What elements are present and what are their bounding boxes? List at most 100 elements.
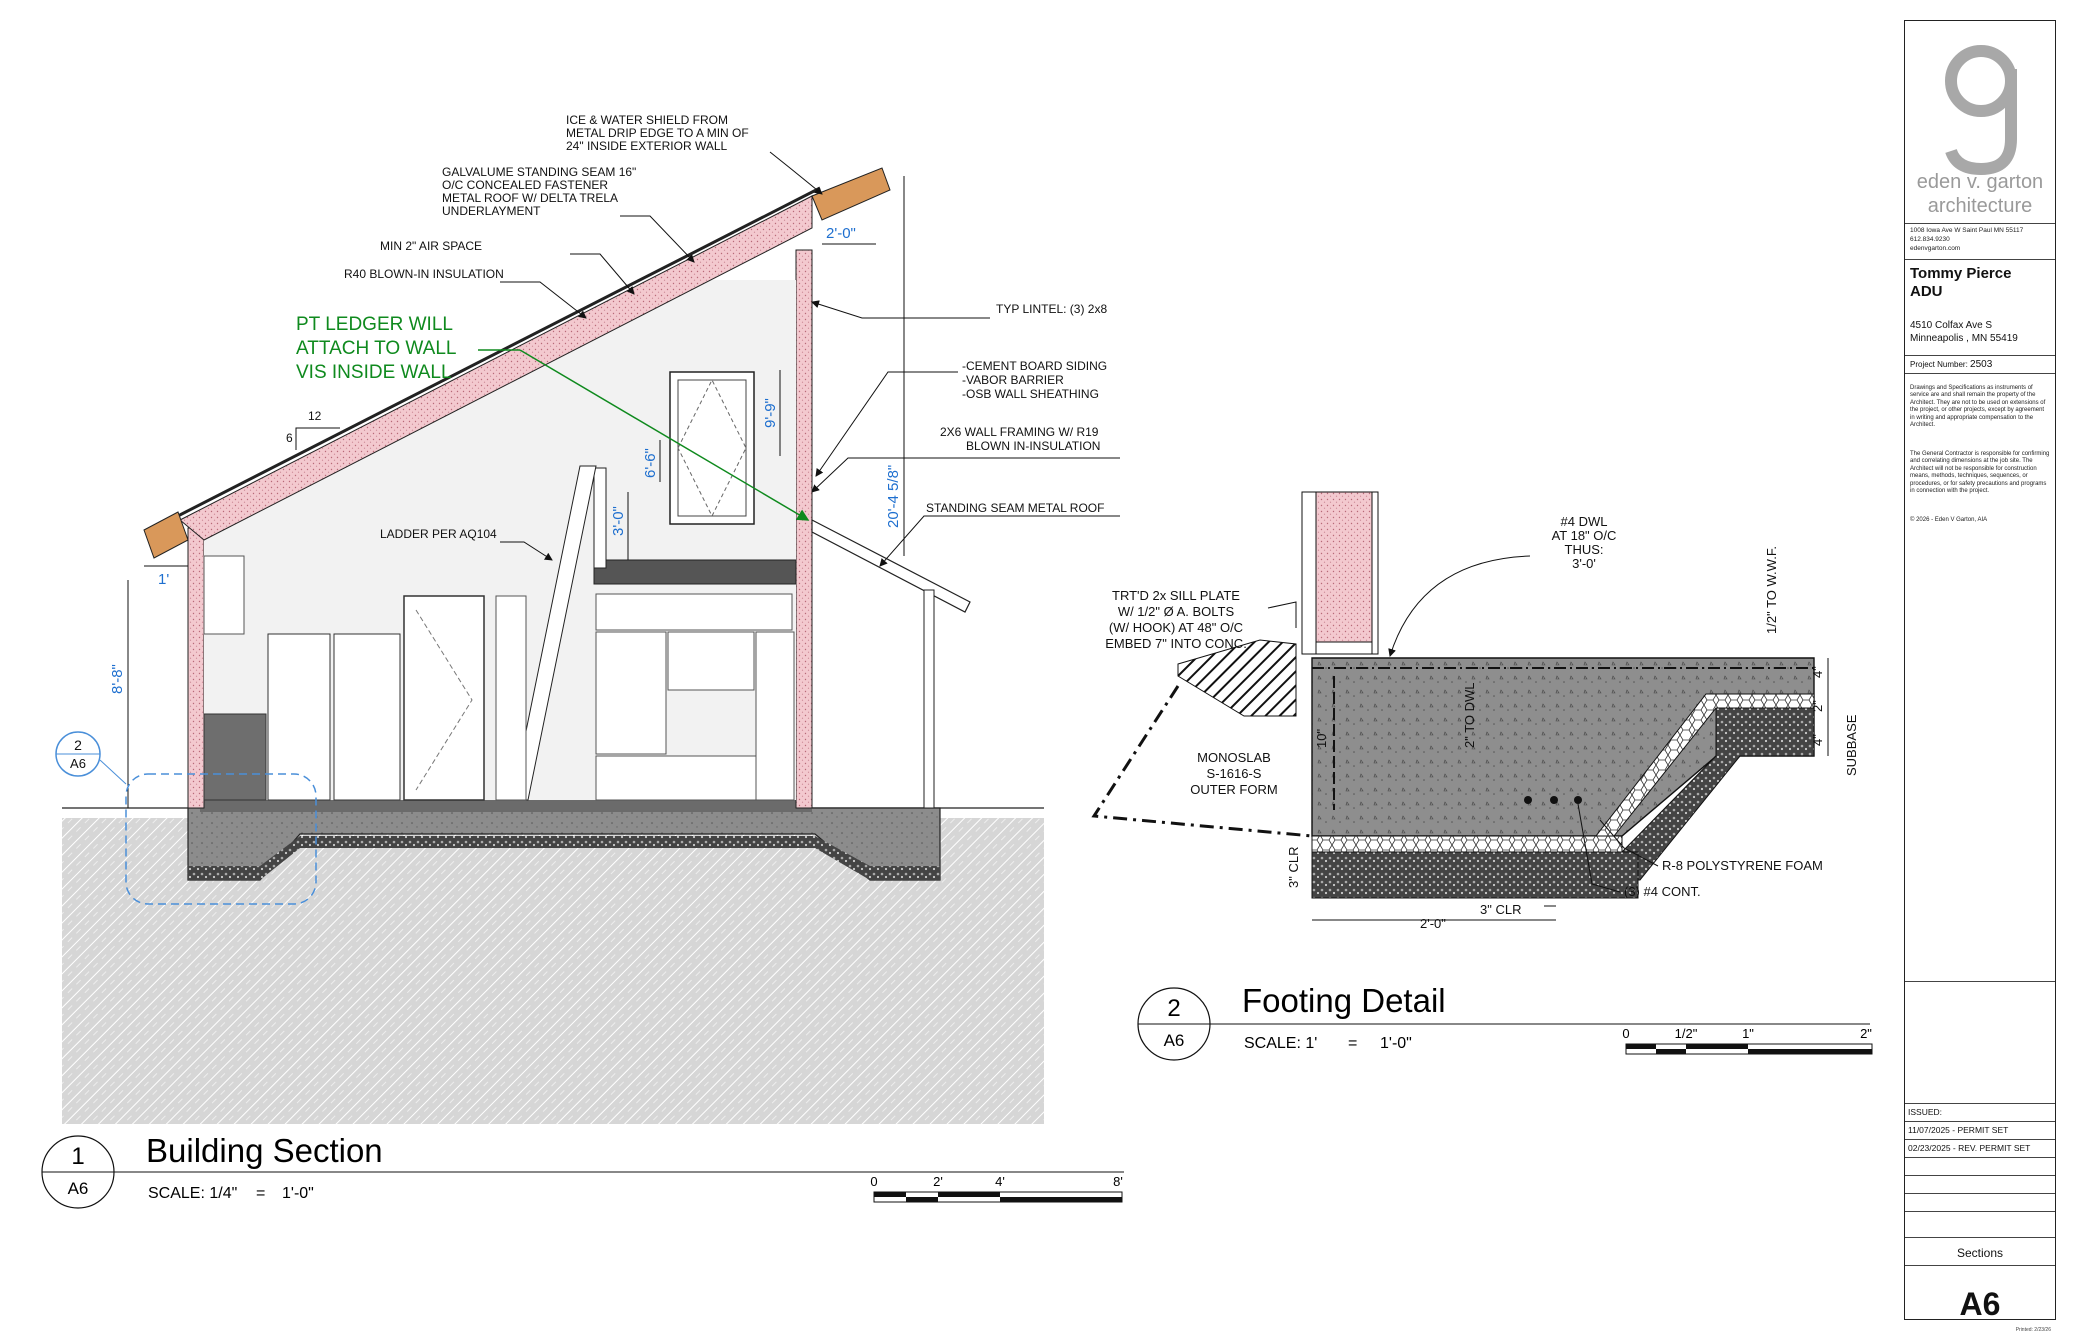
detail-callout-icon[interactable]: 2 A6: [55, 731, 317, 905]
kitchen-mid: [595, 631, 667, 755]
footing-wall-sheathing: [1301, 491, 1317, 655]
dim-overhang-left: 1': [158, 571, 169, 588]
entry-door: [403, 595, 485, 801]
footing-wall-stud: [1371, 491, 1379, 655]
section-annotations: ICE & WATER SHIELD FROM METAL DRIP EDGE …: [286, 113, 1120, 567]
section-scale-tick-0: 0: [870, 1174, 877, 1189]
footing-detail-title: 2 A6 Footing Detail SCALE: 1' = 1'-0" 0 …: [1137, 982, 1873, 1061]
note-clr-left: 3" CLR: [1286, 847, 1301, 888]
scale-bar-icon: 0 2' 4' 8': [870, 1174, 1123, 1203]
cont-bar-2: [1550, 796, 1558, 804]
dim-window-height: 9'-9": [762, 398, 779, 428]
left-wall: [187, 527, 205, 809]
clerestory-window: [669, 371, 755, 525]
note-galv-3: METAL ROOF W/ DELTA TRELA: [442, 191, 618, 205]
note-clr-bottom: 3" CLR: [1480, 902, 1521, 917]
outer-form: [1091, 685, 1313, 838]
porch-post: [923, 589, 935, 809]
foundation-gravel: [188, 836, 940, 880]
section-tag-icon: 1 A6: [41, 1135, 115, 1209]
project-number: Project Number: 2503: [1910, 359, 1992, 370]
note-foam: R-8 POLYSTYRENE FOAM: [1662, 858, 1823, 873]
roof-rafter-right: [811, 167, 891, 221]
loft-floor: [593, 559, 797, 585]
sheet-number: A6: [1959, 1286, 2001, 1322]
note-ice-water-3: 24" INSIDE EXTERIOR WALL: [566, 139, 728, 153]
client-name: Tommy Pierce ADU: [1910, 265, 2050, 301]
note-lintel: TYP LINTEL: (3) 2x8: [996, 302, 1107, 316]
client-line2: ADU: [1910, 283, 1943, 300]
section-scale-tick-3: 8': [1113, 1174, 1123, 1189]
earth-hatch: [1177, 639, 1297, 717]
note-dowel-3: THUS:: [1565, 542, 1604, 557]
wall-oven: [333, 633, 401, 801]
dim-loft-rail: 6'-6": [642, 448, 659, 478]
project-address-line1: 4510 Colfax Ave S: [1910, 320, 1993, 331]
note-dowel-1: #4 DWL: [1561, 514, 1608, 529]
note-r40: R40 BLOWN-IN INSULATION: [344, 267, 504, 281]
issued-label: ISSUED:: [1908, 1107, 1943, 1117]
right-wall: [795, 249, 813, 809]
cont-bar-3: [1574, 796, 1582, 804]
clerestory-window-swing: [677, 378, 747, 518]
ledger-note-2: ATTACH TO WALL: [296, 338, 456, 359]
note-ice-water-2: METAL DRIP EDGE TO A MIN OF: [566, 126, 749, 140]
note-galv-1: GALVALUME STANDING SEAM 16": [442, 165, 636, 179]
section-scale-label: SCALE: 1/4": [148, 1185, 237, 1202]
detail-scale-tick-3: 2": [1860, 1026, 1872, 1041]
section-title: Building Section: [146, 1132, 383, 1169]
project-address: 4510 Colfax Ave S Minneapolis , MN 55419: [1910, 319, 2050, 345]
note-monoslab-1: MONOSLAB: [1197, 750, 1271, 765]
note-width: 2'-0": [1420, 916, 1446, 931]
note-sill-3: (W/ HOOK) AT 48" O/C: [1109, 620, 1243, 635]
side-panel: [495, 595, 527, 801]
loft-rail-post: [593, 467, 607, 569]
title-block: eden v. garton architecture 1008 Iowa Av…: [1904, 20, 2056, 1333]
firm-address: 1008 Iowa Ave W Saint Paul MN 55117: [1910, 227, 2024, 234]
footing-wall: [1315, 491, 1373, 655]
project-number-label: Project Number:: [1910, 360, 1968, 369]
building-section-title: 1 A6 Building Section SCALE: 1/4" = 1'-0…: [41, 1132, 1124, 1209]
note-siding-1: -CEMENT BOARD SIDING: [962, 359, 1107, 373]
note-ice-water-1: ICE & WATER SHIELD FROM: [566, 113, 728, 127]
cont-bar-1: [1524, 796, 1532, 804]
section-scale-eq: =: [256, 1185, 265, 1202]
note-dim-10: 10": [1314, 729, 1329, 748]
ledger-note: PT LEDGER WILL ATTACH TO WALL VIS INSIDE…: [296, 314, 810, 521]
lower-roof: [811, 519, 971, 613]
detail-scale-tick-1: 1/2": [1675, 1026, 1698, 1041]
note-to-wwf: 1/2" TO W.W.F.: [1764, 546, 1779, 634]
detail-scale-tick-2: 1": [1742, 1026, 1754, 1041]
note-air-space: MIN 2" AIR SPACE: [380, 239, 482, 253]
footing-annotations: #4 DWL AT 18" O/C THUS: 3'-0' TRT'D 2x S…: [1105, 514, 1859, 931]
sill-plate: [1315, 641, 1373, 655]
kitchen-window: [667, 631, 755, 691]
note-framing-2: BLOWN IN-INSULATION: [966, 439, 1100, 453]
note-framing-1: 2X6 WALL FRAMING W/ R19: [940, 425, 1099, 439]
dim-wall-height: 8'-8": [109, 664, 126, 694]
detail-scale-value: 1'-0": [1380, 1035, 1412, 1052]
firm-phone: 612.834.9230: [1910, 236, 1950, 243]
note-copyright: © 2026 - Eden V Garton, AIA: [1910, 516, 1988, 523]
dim-overhang-right: 2'-0": [826, 225, 856, 242]
entry-door-swing: [415, 609, 473, 791]
note-monoslab-2: S-1616-S: [1207, 766, 1262, 781]
sheet-title: Sections: [1956, 1246, 2004, 1260]
section-dimensions: 2'-0" 1' 9'-9" 6'-6" 3'-0" 20'-4 5/8" 8'…: [109, 176, 905, 808]
note-contractor: The General Contractor is responsible fo…: [1910, 450, 2050, 495]
note-sill-4: EMBED 7" INTO CONC.: [1105, 636, 1247, 651]
note-dowel-2: AT 18" O/C: [1552, 528, 1617, 543]
note-to-dwl: 2" TO DWL: [1462, 682, 1477, 748]
client-line1: Tommy Pierce: [1910, 265, 2012, 282]
printed-date: Printed: 2/23/26: [2015, 1327, 2051, 1333]
roof-pitch-run: 12: [308, 409, 322, 423]
roof-rafter-left: [143, 511, 189, 559]
footing-detail-drawing: #4 DWL AT 18" O/C THUS: 3'-0' TRT'D 2x S…: [1091, 491, 1859, 931]
note-dowel-4: 3'-0': [1572, 556, 1596, 571]
upper-cabinets: [203, 555, 245, 635]
dim-overall-height: 20'-4 5/8": [885, 465, 902, 528]
base-cabinet-dark: [203, 713, 267, 801]
note-cont-bar: (3) #4 CONT.: [1624, 884, 1701, 899]
firm-web: edenvgarton.com: [1910, 245, 1961, 252]
detail-callout-sheet: A6: [70, 756, 86, 771]
